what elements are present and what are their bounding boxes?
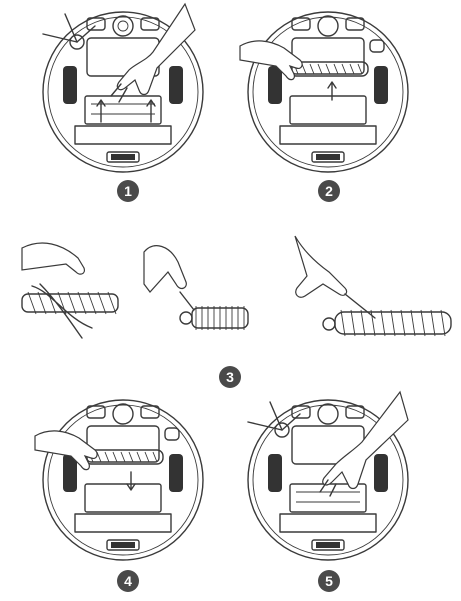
robot-bottom-view xyxy=(247,390,409,561)
step-3-panel-a xyxy=(21,228,122,348)
step-5-illustration xyxy=(240,390,416,568)
robot-bottom-view xyxy=(42,2,204,173)
step-number-badge: 4 xyxy=(117,570,139,592)
robot-bottom-view xyxy=(239,11,409,173)
robot-bottom-view xyxy=(34,399,204,561)
step-number-badge: 1 xyxy=(117,180,139,202)
step-4-illustration xyxy=(34,392,211,568)
side-brush xyxy=(247,401,301,438)
step-number-badge: 2 xyxy=(318,180,340,202)
step-number-badge: 5 xyxy=(318,570,340,592)
step-1-illustration xyxy=(35,2,211,180)
step-3-panel-c xyxy=(285,235,455,346)
step-3-panel-b xyxy=(140,222,250,352)
roller-brush xyxy=(289,61,369,77)
side-brush xyxy=(42,13,96,50)
step-number-badge: 3 xyxy=(219,366,241,388)
step-2-illustration xyxy=(239,4,416,180)
